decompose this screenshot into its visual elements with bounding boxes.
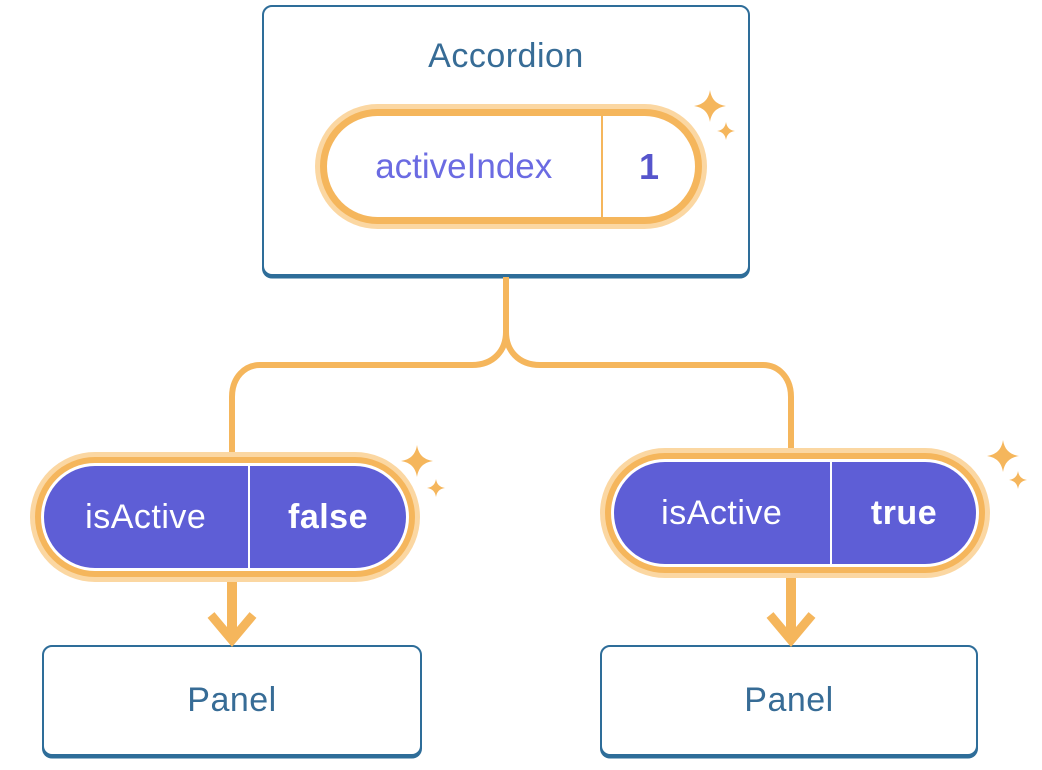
component-title: Accordion xyxy=(428,37,584,75)
pill-divider xyxy=(829,462,832,564)
prop-value: false xyxy=(288,497,368,536)
sparkle-large-icon xyxy=(987,440,1019,472)
pill-divider xyxy=(600,116,603,217)
prop-pill-body: isActive true xyxy=(614,462,976,564)
prop-name-label: isActive xyxy=(661,493,783,532)
arrow-left-head xyxy=(207,612,257,647)
sparkle-group-accordion xyxy=(694,90,735,140)
state-value: 1 xyxy=(638,145,660,187)
pill-divider xyxy=(247,466,250,568)
arrow-right-head xyxy=(766,612,816,647)
prop-pill-gap: isActive false xyxy=(41,463,409,571)
prop-pill-ring: isActive false xyxy=(35,457,415,577)
state-name-label: activeIndex xyxy=(375,146,553,186)
sparkle-large-icon xyxy=(401,445,433,477)
sparkle-group-right-pill xyxy=(987,440,1027,489)
connector-left-branch xyxy=(229,277,509,456)
prop-pill-isactive-false: isActive false xyxy=(30,452,420,582)
prop-pill-body: isActive false xyxy=(44,466,406,568)
sparkle-small-icon xyxy=(1009,471,1027,489)
component-title: Panel xyxy=(187,681,277,719)
sparkle-small-icon xyxy=(717,122,735,140)
state-pill-activeindex: activeIndex 1 xyxy=(315,104,707,229)
prop-pill-ring: isActive true xyxy=(605,453,985,573)
connector-right-branch xyxy=(503,277,794,452)
panel-component-box-left: Panel xyxy=(42,645,422,756)
prop-pill-isactive-true: isActive true xyxy=(600,448,990,578)
arrow-right xyxy=(766,574,816,647)
sparkle-group-left-pill xyxy=(401,445,445,497)
prop-name-label: isActive xyxy=(85,497,207,536)
state-pill-body: activeIndex 1 xyxy=(327,116,695,217)
panel-component-box-right: Panel xyxy=(600,645,978,756)
state-pill-ring: activeIndex 1 xyxy=(320,109,702,224)
accordion-component-box: Accordion activeIndex 1 xyxy=(262,5,750,276)
sparkle-small-icon xyxy=(427,479,445,497)
sparkle-large-icon xyxy=(694,90,726,122)
component-title: Panel xyxy=(744,681,834,719)
prop-value: true xyxy=(870,493,938,532)
arrow-left xyxy=(207,578,257,647)
prop-pill-gap: isActive true xyxy=(611,459,979,567)
